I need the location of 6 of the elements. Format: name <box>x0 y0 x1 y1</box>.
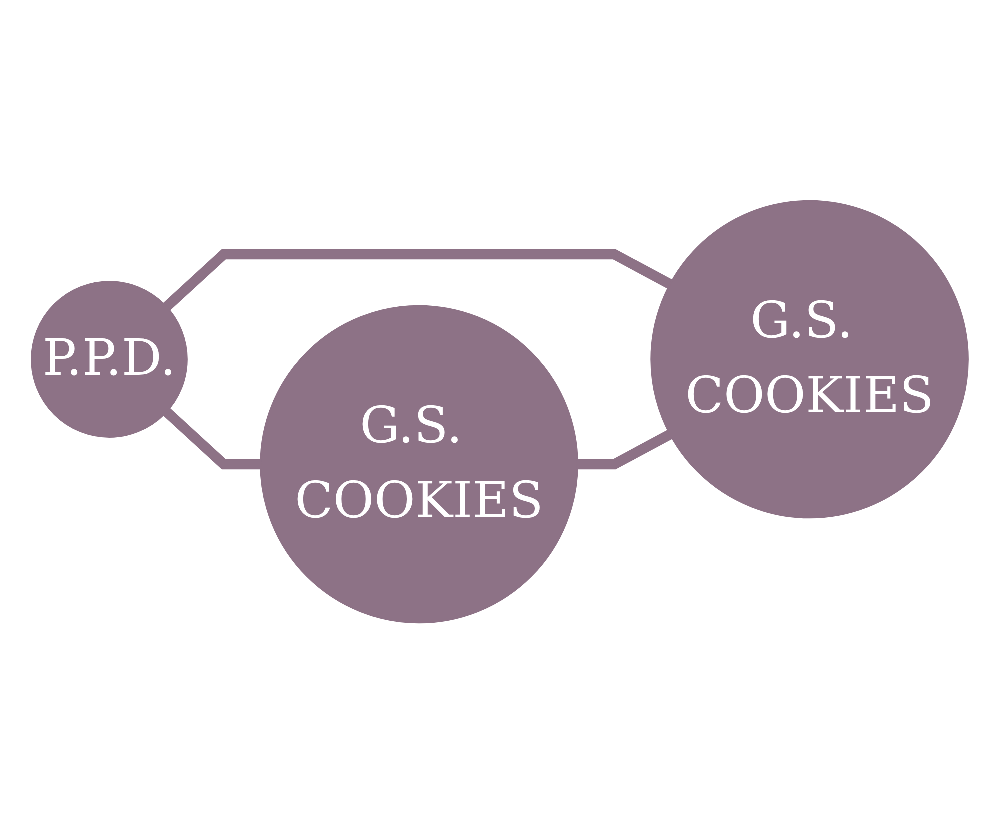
connector <box>163 249 673 311</box>
connector <box>163 408 261 470</box>
node-circle: G.S. COOKIES <box>260 305 578 624</box>
node-circle: G.S. COOKIES <box>650 200 969 519</box>
node-circle: P.P.D. <box>31 281 188 438</box>
connector <box>578 430 673 470</box>
